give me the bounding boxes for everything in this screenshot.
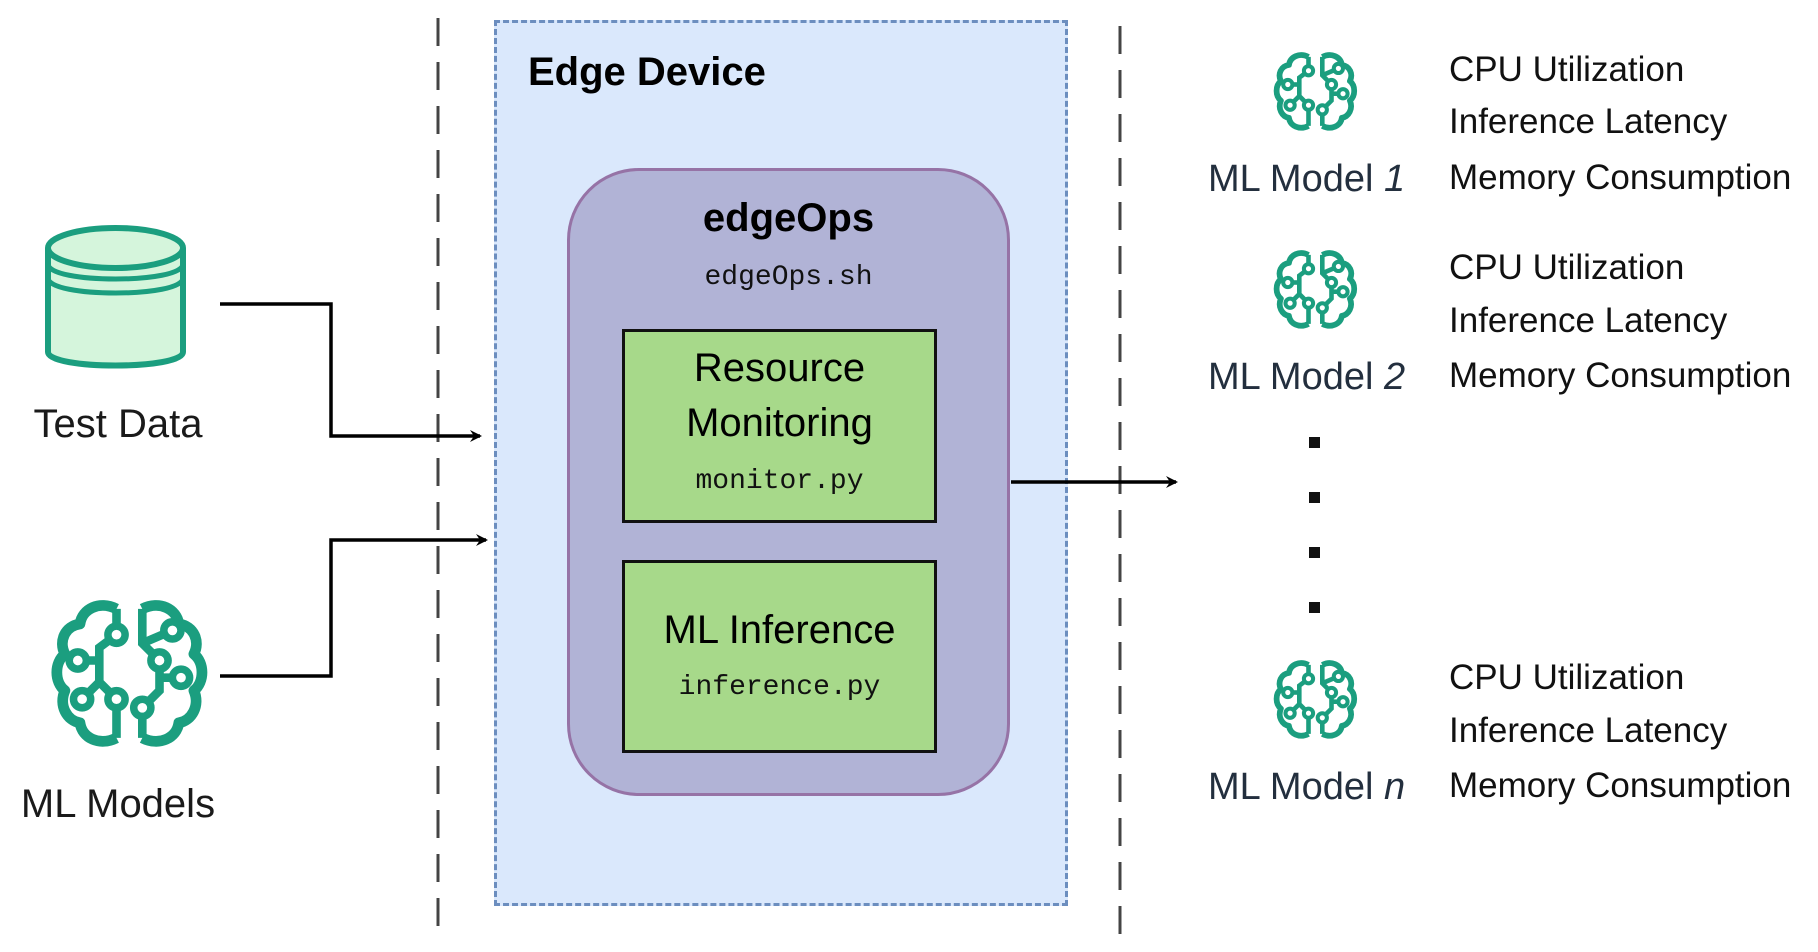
resource-monitoring-box xyxy=(622,329,937,523)
metric-memory-consumption: Memory Consumption xyxy=(1449,766,1792,805)
metric-inference-latency: Inference Latency xyxy=(1449,301,1728,340)
model-label: ML Model 1 xyxy=(1208,158,1406,200)
edge-device-title: Edge Device xyxy=(528,50,766,94)
ellipsis-dot xyxy=(1309,437,1320,448)
test-data-label: Test Data xyxy=(33,402,203,446)
resource-monitoring-title-line1: Resource xyxy=(693,346,866,390)
model-label: ML Model n xyxy=(1208,766,1406,808)
ml-models-arrow xyxy=(220,534,488,678)
brain-icon xyxy=(1277,55,1355,128)
ml-models-label: ML Models xyxy=(20,782,216,826)
metric-inference-latency: Inference Latency xyxy=(1449,102,1728,141)
inference-script-name: inference.py xyxy=(678,672,881,703)
test-data-arrow xyxy=(220,302,482,442)
edgeops-title: edgeOps xyxy=(702,196,875,240)
ml-inference-box xyxy=(622,560,937,753)
ellipsis-dot xyxy=(1309,547,1320,558)
model-label: ML Model 2 xyxy=(1208,356,1406,398)
ml-inference-title: ML Inference xyxy=(663,608,896,652)
metric-cpu-utilization: CPU Utilization xyxy=(1449,50,1685,89)
metric-cpu-utilization: CPU Utilization xyxy=(1449,658,1685,697)
brain-icon xyxy=(1277,663,1355,736)
ellipsis-dot xyxy=(1309,602,1320,613)
monitor-script-name: monitor.py xyxy=(695,466,864,497)
ellipsis-dot xyxy=(1309,492,1320,503)
metric-memory-consumption: Memory Consumption xyxy=(1449,158,1792,197)
metric-inference-latency: Inference Latency xyxy=(1449,711,1728,750)
metric-cpu-utilization: CPU Utilization xyxy=(1449,248,1685,287)
brain-icon xyxy=(1277,253,1355,326)
resource-monitoring-title-line2: Monitoring xyxy=(686,401,873,445)
metric-memory-consumption: Memory Consumption xyxy=(1449,356,1792,395)
edgeops-script-name: edgeOps.sh xyxy=(704,262,873,293)
brain-icon xyxy=(57,605,202,741)
database-icon xyxy=(45,225,186,369)
